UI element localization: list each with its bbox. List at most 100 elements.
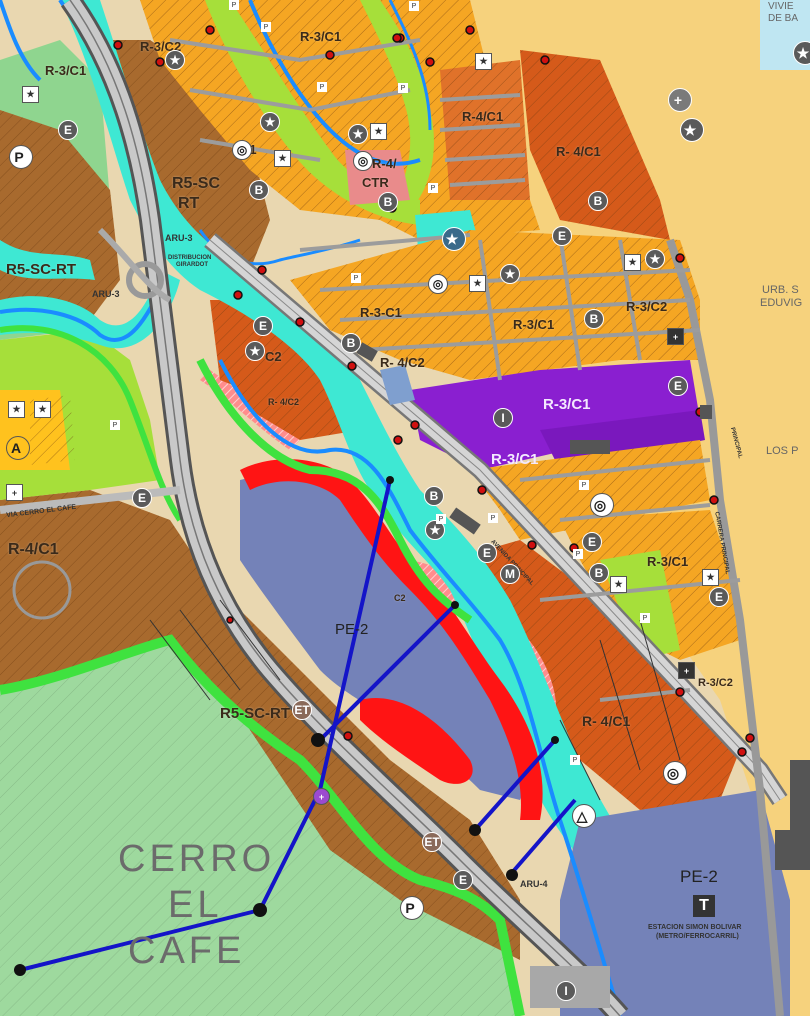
- water-line-north-2: [248, 0, 421, 166]
- water-line-nw: [0, 0, 42, 82]
- institution-icon: I: [556, 981, 576, 1001]
- zone-label: CTR: [362, 175, 389, 190]
- zone-label: R-3/C1: [647, 554, 689, 569]
- blue-lot: [380, 365, 415, 405]
- education-icon: E: [253, 316, 273, 336]
- roundabout-road: [12, 560, 72, 620]
- risk-island: [360, 698, 473, 784]
- buildings: [356, 342, 810, 870]
- road-label: DISTRIBUCION: [168, 255, 212, 261]
- area-label: ARU-3: [92, 289, 120, 299]
- bank-icon: B: [378, 192, 398, 212]
- star-icon: ★: [245, 341, 265, 361]
- terminal-icon: ET: [292, 700, 312, 720]
- institutional-block-2: [540, 410, 705, 470]
- worship-icon: +: [313, 788, 330, 805]
- central-residential-hatch: [290, 230, 700, 380]
- parking-icon: P: [9, 145, 33, 169]
- park-plate: P: [229, 0, 239, 10]
- housing-icon: ★: [370, 123, 387, 140]
- zone-label: R-3-C1: [360, 305, 402, 320]
- zone-label: R-4/C1: [462, 109, 504, 124]
- area-label: ARU-3: [165, 233, 193, 243]
- triangle-icon: △: [572, 804, 596, 828]
- zone-label: PE-2: [335, 621, 369, 638]
- green-edge-mid: [196, 358, 473, 624]
- place-label: DE BA: [768, 13, 799, 24]
- main-highway-centerline: [69, 0, 621, 1016]
- road-label: GIRARDOT: [176, 262, 208, 268]
- education-icon: E: [582, 532, 602, 552]
- institutional-block: [410, 360, 700, 470]
- star-icon: ★: [425, 520, 445, 540]
- water-line-main: [218, 359, 622, 1016]
- power-towers: [14, 476, 559, 976]
- northeast-commercial-hatch: [520, 50, 670, 240]
- terminal-icon: ET: [422, 832, 442, 852]
- station-label: (METRO/FERROCARRIL): [656, 933, 739, 940]
- star-icon: ★: [348, 124, 368, 144]
- place-label: EDUVIG: [760, 297, 803, 309]
- zone-label: R5-SC-RT: [6, 261, 76, 278]
- zone-label: R-3/C1: [491, 451, 539, 468]
- bank-icon: B: [249, 180, 269, 200]
- housing-icon: ★: [469, 275, 486, 292]
- star-icon: ★: [680, 118, 704, 142]
- education-icon: E: [477, 543, 497, 563]
- circle-icon: ◎: [428, 274, 448, 294]
- place-label: EL: [168, 884, 223, 926]
- education-icon: E: [132, 488, 152, 508]
- water-line-west: [0, 279, 167, 342]
- south-commercial-hatch: [450, 540, 740, 810]
- zone-label: R- 4/C2: [380, 355, 425, 370]
- housing-icon: ★: [22, 86, 39, 103]
- zone-label: R-3/C1: [45, 63, 87, 78]
- market-icon: M: [500, 564, 520, 584]
- zone-label: RT: [178, 195, 200, 212]
- protected-area-pe2: [240, 473, 524, 800]
- place-label: LOS P: [766, 445, 799, 457]
- bank-icon: B: [341, 333, 361, 353]
- place-label: URB. S: [762, 284, 799, 296]
- green-edge-west: [0, 325, 183, 522]
- park-plate: P: [351, 273, 361, 283]
- zone-label: R5-SC-RT: [220, 705, 290, 722]
- park-plate: P: [640, 613, 650, 623]
- housing-icon: ★: [34, 401, 51, 418]
- housing-icon: ★: [702, 569, 719, 586]
- zone-label: R-3/C2: [698, 677, 733, 689]
- education-icon: E: [453, 870, 473, 890]
- zone-label: C2: [394, 593, 406, 603]
- housing-icon: ★: [610, 576, 627, 593]
- station-label: ESTACION SIMON BOLIVAR: [648, 924, 742, 931]
- green-edge-south: [0, 634, 525, 1016]
- park-plate: P: [573, 549, 583, 559]
- bank-icon: B: [424, 486, 444, 506]
- area-marker-icon: A: [6, 436, 30, 460]
- park-plate: P: [261, 22, 271, 32]
- envelope-icon: +: [678, 662, 695, 679]
- star-icon: ★: [793, 41, 810, 65]
- north-rural-hatch: [110, 40, 270, 270]
- diagonal-avenue-centerline: [209, 239, 781, 801]
- park-plate: P: [398, 83, 408, 93]
- park-plate: P: [570, 755, 580, 765]
- circle-icon: ◎: [353, 151, 373, 171]
- park-plate: P: [409, 1, 419, 11]
- zone-label: PE-2: [680, 867, 718, 886]
- zone-label: R-3/C1: [543, 396, 591, 413]
- star-icon: ★: [500, 264, 520, 284]
- circle-icon: ◎: [232, 140, 252, 160]
- envelope-icon: +: [667, 328, 684, 345]
- housing-icon: ★: [274, 150, 291, 167]
- river-west-branch: [0, 240, 95, 280]
- star-icon: ★: [442, 227, 466, 251]
- bank-icon: B: [588, 191, 608, 211]
- zone-label: R-3/C1: [300, 29, 342, 44]
- zone-label: C2: [265, 349, 282, 364]
- place-label: CAFE: [128, 930, 246, 972]
- zone-label: R- 4/C1: [556, 144, 601, 159]
- water-line-north-4: [388, 0, 432, 131]
- zone-label: R-4/C1: [8, 541, 59, 558]
- highway-junction: [126, 261, 164, 299]
